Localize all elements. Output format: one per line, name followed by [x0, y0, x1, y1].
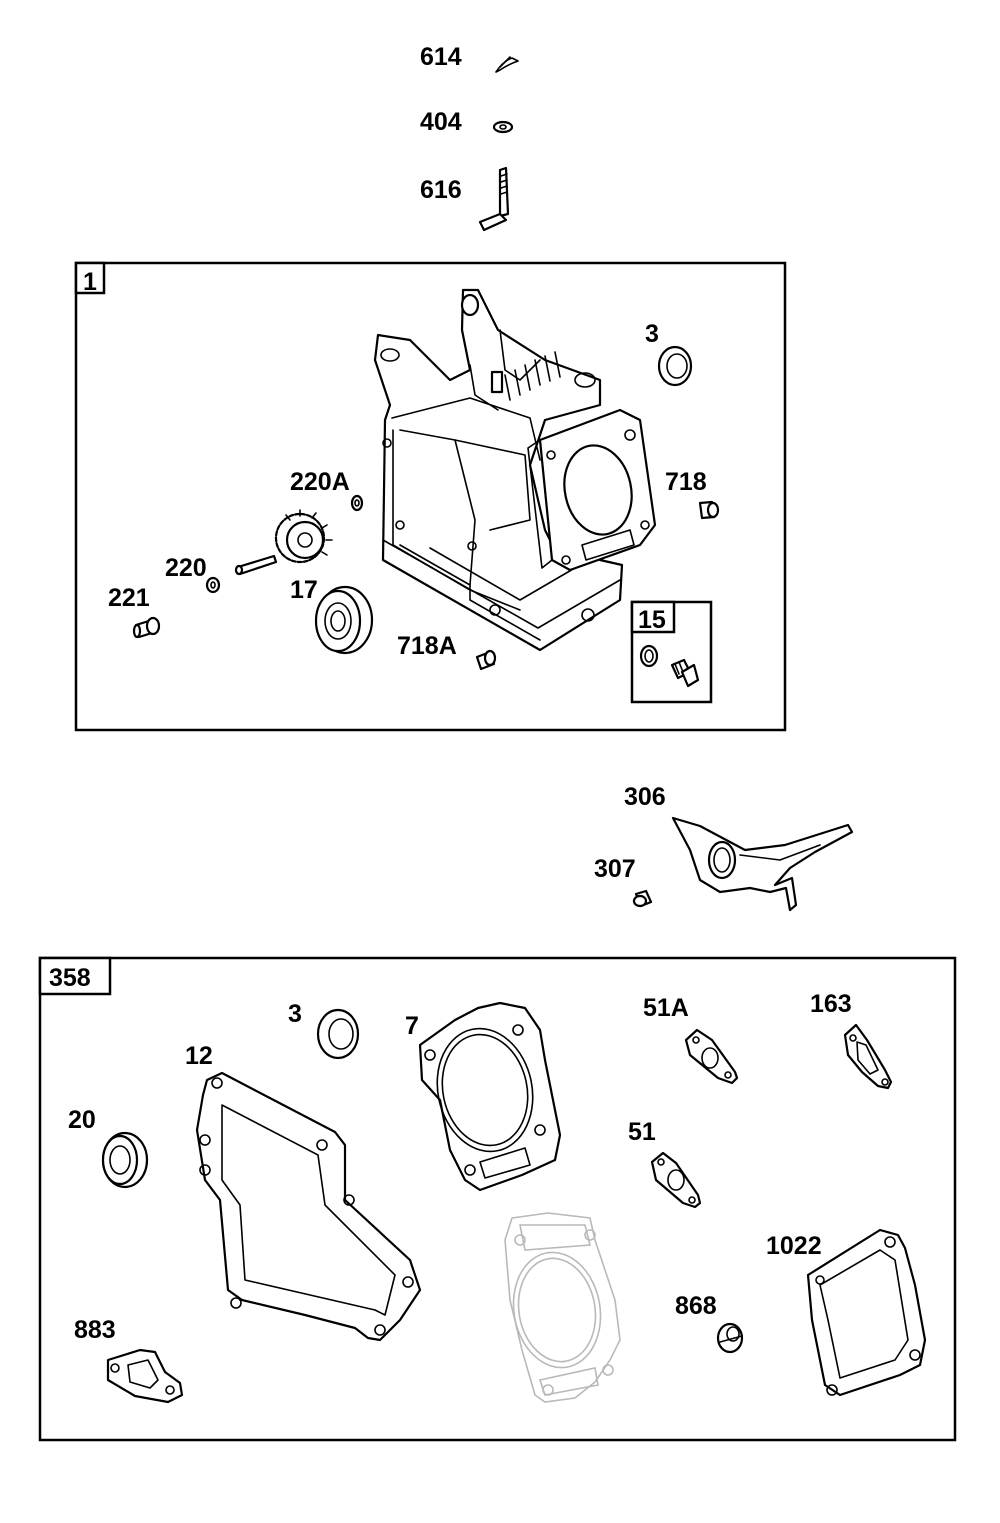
label-404: 404: [420, 108, 462, 136]
label-220: 220: [165, 554, 207, 582]
part-868-valve-seal: [716, 1322, 744, 1354]
part-404-washer: [492, 120, 514, 134]
drain-plug: [670, 658, 700, 688]
part-616-link-rod: [478, 166, 510, 232]
label-306: 306: [624, 783, 666, 811]
part-307-screw: [632, 889, 653, 908]
label-17: 17: [290, 576, 318, 604]
part-17-ball-bearing: [314, 585, 374, 655]
label-718: 718: [665, 468, 707, 496]
engine-block-tag: 1: [83, 268, 97, 296]
part-883-gasket: [106, 1348, 184, 1404]
label-3-block: 3: [645, 320, 659, 348]
plug-kit-tag: 15: [638, 606, 666, 634]
engine-block-group-frame: [74, 261, 787, 732]
part-7-head-gasket: [418, 1001, 562, 1192]
part-1022-gasket: [806, 1228, 927, 1397]
governor-shaft: [234, 554, 278, 576]
part-614-cotter-pin: [495, 56, 519, 73]
drain-plug-washer: [639, 644, 659, 668]
part-220A-washer: [350, 494, 364, 512]
plug-kit-tag-box: [630, 600, 676, 634]
label-220A: 220A: [290, 468, 350, 496]
label-20: 20: [68, 1106, 96, 1134]
gasket-set-tag: 358: [49, 964, 91, 992]
part-3-oil-seal-set: [316, 1008, 360, 1060]
part-12-crankcase-gasket: [195, 1071, 422, 1342]
head-gasket-outline-reference: [504, 1212, 621, 1403]
label-307: 307: [594, 855, 636, 883]
part-51-gasket: [650, 1151, 702, 1209]
label-868: 868: [675, 1292, 717, 1320]
part-3-oil-seal: [657, 345, 693, 387]
label-616: 616: [420, 176, 462, 204]
label-883: 883: [74, 1316, 116, 1344]
label-221: 221: [108, 584, 150, 612]
gasket-set-tag-box: [38, 956, 112, 996]
engine-block-tag-box: [74, 261, 106, 295]
governor-gear: [274, 509, 333, 564]
part-20-oil-seal: [101, 1131, 149, 1189]
label-718A: 718A: [397, 632, 457, 660]
label-1022: 1022: [766, 1232, 822, 1260]
cylinder-head-face: [527, 408, 657, 572]
part-221-governor-crank: [132, 616, 161, 639]
label-163: 163: [810, 990, 852, 1018]
part-51A-gasket: [684, 1028, 739, 1085]
part-163-gasket: [843, 1023, 893, 1090]
label-3-set: 3: [288, 1000, 302, 1028]
part-718A-dowel-pin: [475, 649, 497, 671]
label-614: 614: [420, 43, 462, 71]
part-718-dowel-pin: [698, 500, 720, 520]
part-306-bracket: [671, 816, 854, 912]
label-7: 7: [405, 1012, 419, 1040]
label-12: 12: [185, 1042, 213, 1070]
part-220-washer: [205, 576, 221, 594]
gasket-set-group-frame: [38, 956, 957, 1442]
label-51: 51: [628, 1118, 656, 1146]
label-51A: 51A: [643, 994, 689, 1022]
